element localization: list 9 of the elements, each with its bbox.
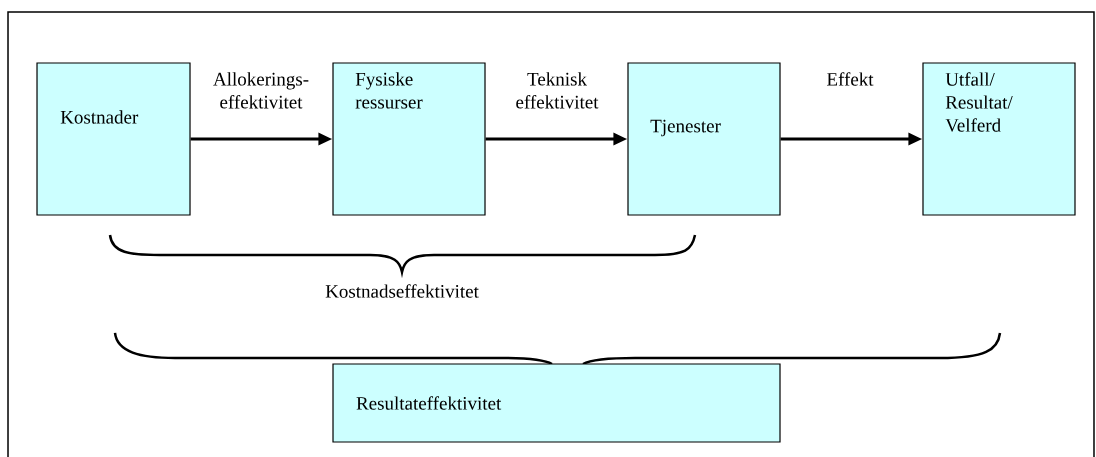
- process-box: Utfall/ Resultat/ Velferd: [922, 62, 1076, 216]
- edge-label: Allokerings- effektivitet: [213, 72, 309, 109]
- brace-label: Kostnadseffektivitet: [325, 284, 479, 298]
- edge-label: Teknisk effektivitet: [516, 72, 599, 109]
- edge-label: Effekt: [827, 72, 874, 86]
- process-box: Fysiske ressurser: [332, 62, 486, 216]
- process-box: Kostnader: [36, 62, 191, 216]
- process-box: Resultateffektivitet: [332, 363, 781, 443]
- process-box: Tjenester: [627, 62, 781, 216]
